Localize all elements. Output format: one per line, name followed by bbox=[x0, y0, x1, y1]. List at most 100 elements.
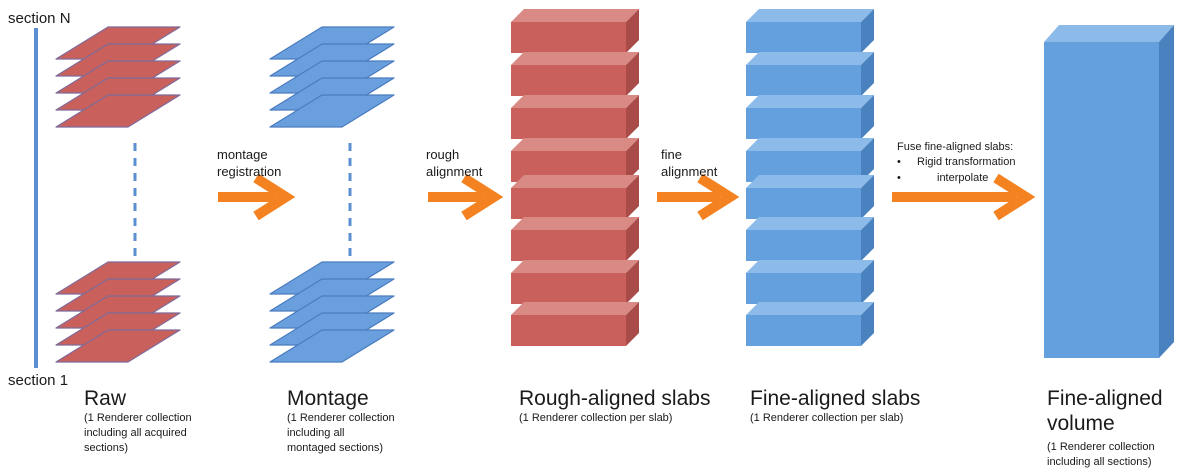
arrow-head bbox=[697, 173, 740, 221]
slab-side-face bbox=[861, 9, 874, 53]
slab-top-face bbox=[511, 260, 639, 273]
slab-side-face bbox=[861, 260, 874, 304]
stage-rough-aligned-slabs: Rough-aligned slabs (1 Renderer collecti… bbox=[519, 386, 710, 426]
slab-front-face bbox=[746, 108, 861, 139]
arrow-label-fine-alignment: fine alignment bbox=[661, 146, 717, 180]
slab-front-face bbox=[511, 273, 626, 304]
stage-fine-aligned-slabs: Fine-aligned slabs (1 Renderer collectio… bbox=[750, 386, 920, 426]
sheet bbox=[269, 94, 395, 128]
stage-montage: Montage (1 Renderer collection including… bbox=[287, 386, 395, 456]
sheet bbox=[269, 329, 395, 363]
arrow-label-line: registration bbox=[217, 164, 282, 179]
slab-side-face bbox=[626, 52, 639, 96]
montage-stack-top bbox=[269, 26, 395, 128]
fuse-label-title: Fuse fine-aligned slabs: bbox=[897, 141, 1014, 153]
slab-side-face bbox=[861, 95, 874, 139]
arrow-label-line: rough bbox=[426, 147, 460, 162]
stage-desc-line: sections) bbox=[84, 442, 129, 454]
slab-side-face bbox=[861, 302, 874, 346]
axis-bottom-label: section 1 bbox=[8, 372, 69, 389]
fuse-step-item: Rigid transformation bbox=[893, 154, 1015, 170]
slab-side-face bbox=[861, 175, 874, 219]
arrow-label-rough-alignment: rough alignment bbox=[426, 146, 482, 180]
raw-stack-top bbox=[55, 26, 181, 128]
sheet bbox=[55, 94, 181, 128]
stage-fine-aligned-volume: Fine-aligned volume (1 Renderer collecti… bbox=[1047, 386, 1163, 470]
slab-side-face bbox=[626, 95, 639, 139]
slab-top-face bbox=[511, 138, 639, 151]
slab-top-face bbox=[746, 260, 874, 273]
slab-top-face bbox=[511, 9, 639, 22]
sheet bbox=[55, 329, 181, 363]
arrow-head bbox=[461, 173, 504, 221]
stage-desc-line: (1 Renderer collection bbox=[84, 412, 192, 424]
slab-top-face bbox=[511, 95, 639, 108]
slab-top-face bbox=[511, 52, 639, 65]
fuse-steps-list: Rigid transformation interpolate bbox=[893, 154, 1015, 186]
raw-stack-bottom bbox=[55, 261, 181, 363]
slab-top-face bbox=[746, 52, 874, 65]
arrow-montage-registration bbox=[218, 173, 296, 221]
slab-side-face bbox=[861, 217, 874, 261]
slab-top-face bbox=[746, 95, 874, 108]
slab-side-face bbox=[861, 138, 874, 182]
slab-side-face bbox=[626, 302, 639, 346]
slab-side-face bbox=[626, 138, 639, 182]
arrow-fine-alignment bbox=[657, 173, 740, 221]
stage-raw: Raw (1 Renderer collection including all… bbox=[84, 386, 192, 456]
slab-side-face bbox=[626, 9, 639, 53]
slab-top-face bbox=[746, 302, 874, 315]
stage-desc-line: (1 Renderer collection bbox=[1047, 441, 1155, 453]
slab-top-face bbox=[746, 175, 874, 188]
arrow-label-line: montage bbox=[217, 147, 268, 162]
rough-aligned-slabs bbox=[511, 9, 639, 346]
fuse-step-item: interpolate bbox=[893, 170, 1015, 186]
slab-top-face bbox=[746, 138, 874, 151]
slab-front-face bbox=[746, 230, 861, 261]
slab-top-face bbox=[511, 302, 639, 315]
stage-desc-line: (1 Renderer collection bbox=[287, 412, 395, 424]
arrow-label-line: fine bbox=[661, 147, 682, 162]
stage-title: Raw bbox=[84, 387, 127, 410]
slab-front-face bbox=[511, 315, 626, 346]
slab-side-face bbox=[626, 260, 639, 304]
stage-title: Fine-aligned slabs bbox=[750, 387, 921, 410]
fine-aligned-slabs bbox=[746, 9, 874, 346]
montage-stack-bottom bbox=[269, 261, 395, 363]
slab-front-face bbox=[511, 65, 626, 96]
stage-desc-line: including all sections) bbox=[1047, 456, 1152, 468]
stage-desc-line: including all acquired bbox=[84, 427, 187, 439]
slab-front-face bbox=[511, 22, 626, 53]
slab-top-face bbox=[746, 9, 874, 22]
slab-side-face bbox=[626, 217, 639, 261]
stage-title: volume bbox=[1047, 412, 1115, 435]
axis-top-label: section N bbox=[8, 10, 71, 27]
fine-aligned-volume-block bbox=[1044, 25, 1174, 358]
slab-front-face bbox=[746, 22, 861, 53]
arrow-rough-alignment bbox=[428, 173, 504, 221]
stage-title: Rough-aligned slabs bbox=[519, 387, 711, 410]
volume-front-face bbox=[1044, 42, 1159, 358]
arrow-label-line: alignment bbox=[661, 164, 718, 179]
stage-desc-line: montaged sections) bbox=[287, 442, 383, 454]
slab-front-face bbox=[746, 65, 861, 96]
slab-side-face bbox=[861, 52, 874, 96]
slab-side-face bbox=[626, 175, 639, 219]
stage-desc-line: (1 Renderer collection per slab) bbox=[750, 412, 904, 424]
volume-side-face bbox=[1159, 25, 1174, 358]
stage-title: Montage bbox=[287, 387, 369, 410]
slab-front-face bbox=[746, 315, 861, 346]
slab-front-face bbox=[746, 188, 861, 219]
slab-front-face bbox=[746, 273, 861, 304]
stage-desc-line: (1 Renderer collection per slab) bbox=[519, 412, 673, 424]
slab-top-face bbox=[511, 175, 639, 188]
arrow-label-line: alignment bbox=[426, 164, 483, 179]
stage-desc-line: including all bbox=[287, 427, 345, 439]
stage-title: Fine-aligned bbox=[1047, 387, 1163, 410]
slab-front-face bbox=[511, 230, 626, 261]
slab-top-face bbox=[511, 217, 639, 230]
slab-front-face bbox=[511, 188, 626, 219]
slab-top-face bbox=[746, 217, 874, 230]
arrow-head bbox=[253, 173, 296, 221]
